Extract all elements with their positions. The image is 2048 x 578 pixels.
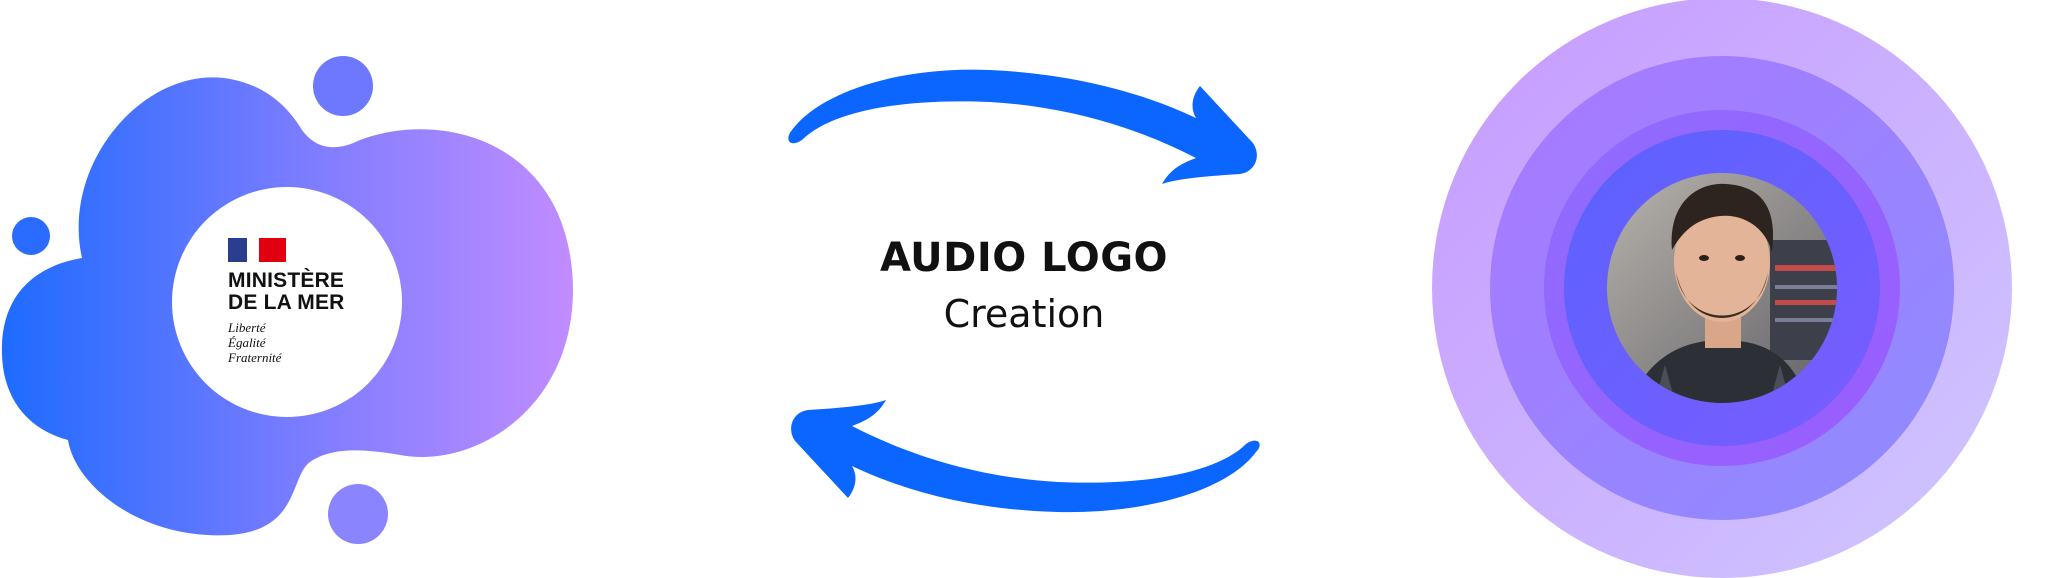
ministry-motto: Liberté Égalité Fraternité (228, 320, 358, 365)
motto-egalite: Égalité (228, 335, 266, 350)
page-title: AUDIO LOGO (879, 235, 1169, 281)
center-caption: AUDIO LOGO Creation (824, 230, 1224, 342)
french-flag-icon (228, 238, 286, 262)
curved-arrow-left-icon (791, 400, 1260, 513)
page-subtitle: Creation (943, 292, 1105, 336)
ministry-logo: MINISTÈRE DE LA MER Liberté Égalité Frat… (228, 238, 358, 365)
ministry-logo-blob (1, 56, 573, 544)
curved-arrow-right-icon (788, 69, 1257, 184)
motto-liberte: Liberté (228, 320, 266, 335)
ministry-name-line2: DE LA MER (228, 291, 345, 314)
motto-fraternite: Fraternité (228, 350, 282, 365)
ministry-name-line1: MINISTÈRE (228, 269, 345, 292)
